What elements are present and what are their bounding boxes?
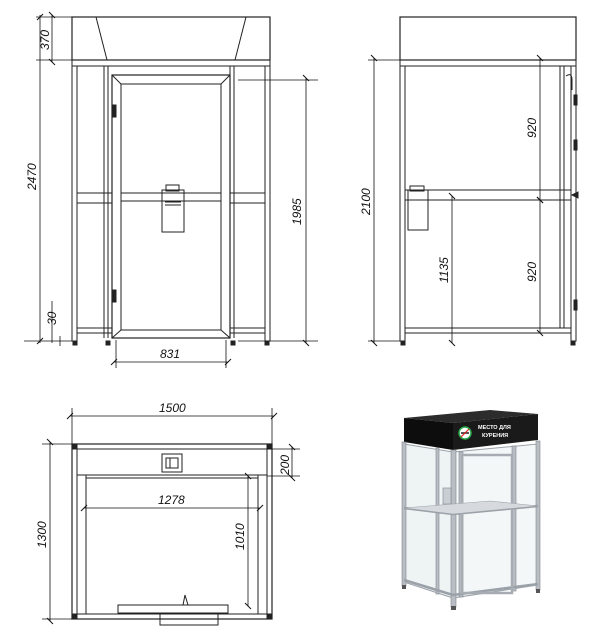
render-door bbox=[460, 453, 514, 595]
sign-line-1: МЕСТО ДЛЯ bbox=[478, 425, 511, 431]
booth-render: МЕСТО ДЛЯ КУРЕНИЯ bbox=[401, 410, 541, 610]
top-door bbox=[117, 604, 229, 614]
top-view bbox=[71, 443, 273, 626]
front-right-post bbox=[264, 65, 271, 342]
dim-top-depth: 1300 bbox=[35, 521, 49, 548]
sign-line-2: КУРЕНИЯ bbox=[482, 433, 508, 439]
dim-top-width: 1500 bbox=[159, 401, 186, 415]
top-outline bbox=[71, 443, 273, 620]
render-canopy bbox=[453, 414, 538, 450]
side-dimensions bbox=[368, 54, 544, 347]
front-dimensions bbox=[24, 15, 318, 368]
side-left-post bbox=[399, 65, 406, 342]
dim-inner-depth: 1010 bbox=[233, 523, 247, 550]
side-canopy bbox=[399, 16, 577, 61]
dim-shelf-height: 1135 bbox=[437, 257, 451, 283]
dim-door-height: 1985 bbox=[290, 198, 304, 225]
front-view bbox=[71, 16, 271, 346]
dim-canopy-depth: 200 bbox=[278, 455, 292, 476]
no-cigarette-icon bbox=[458, 426, 472, 440]
top-ashtray bbox=[161, 453, 183, 473]
dim-canopy: 370 bbox=[38, 30, 52, 50]
front-ashtray bbox=[161, 189, 185, 233]
dim-side-height: 2100 bbox=[359, 188, 373, 216]
side-ashtray bbox=[407, 189, 429, 231]
front-door bbox=[111, 74, 231, 339]
front-left-post bbox=[71, 65, 78, 342]
top-dimensions bbox=[42, 408, 300, 625]
render-ashtray bbox=[442, 487, 452, 505]
dim-upper-panel: 920 bbox=[525, 118, 539, 138]
dim-base-offset: 30 bbox=[45, 311, 59, 325]
dim-lower-panel: 920 bbox=[525, 262, 539, 282]
dim-total-height: 2470 bbox=[25, 163, 39, 191]
dim-door-width: 831 bbox=[160, 347, 180, 361]
side-view bbox=[399, 16, 579, 346]
dim-inner-width: 1278 bbox=[158, 493, 185, 507]
